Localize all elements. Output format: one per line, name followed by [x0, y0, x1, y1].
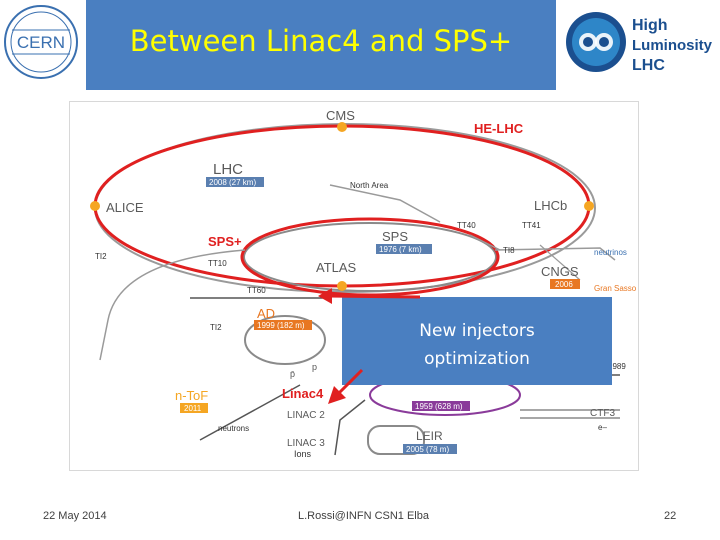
north-area-label: North Area: [350, 181, 389, 190]
ti2-label: TI2: [95, 252, 107, 261]
callout-line-1: New injectors: [419, 321, 535, 341]
neutrino-line: [494, 247, 616, 261]
footer-date: 22 May 2014: [43, 510, 107, 522]
arrow-to-linac4-head: [328, 386, 346, 404]
linac-line: [334, 399, 366, 456]
arrow-to-sps-plus: [327, 294, 421, 299]
leir-label: LEIR: [416, 429, 443, 443]
ctf3-line: [520, 409, 620, 419]
arrow-to-linac4: [336, 368, 364, 396]
atlas-label: ATLAS: [316, 260, 357, 275]
ions-label: Ions: [294, 449, 312, 459]
lhc-year-box: [206, 177, 264, 187]
cngs-year-label: 2006: [555, 280, 573, 289]
atlas-marker: [337, 281, 347, 291]
ntof-year-label: 2011: [184, 404, 202, 413]
ad-ring: [244, 315, 326, 365]
neutrinos-right-label: neutrinos: [594, 248, 627, 257]
isolde-year-label: 1989: [608, 362, 626, 371]
footer-page-number: 22: [664, 510, 677, 522]
ps-year-label: 1959 (628 m): [415, 402, 463, 411]
alice-marker: [90, 201, 100, 211]
linac2-label: LINAC 2: [287, 410, 325, 421]
lhcb-label: LHCb: [534, 198, 567, 213]
ntof-year-box: [180, 403, 208, 413]
ps-year-box: [412, 401, 470, 411]
ti2-lower-label: TI2: [210, 323, 222, 332]
ad-label: AD: [257, 306, 275, 321]
tt40-label: TT40: [457, 221, 476, 230]
tt41-label: TT41: [522, 221, 541, 230]
callout-line-2: optimization: [424, 349, 530, 369]
leir-ring: [367, 425, 425, 455]
sps-year-box: [376, 244, 432, 254]
cngs-year-box: [550, 279, 580, 289]
sps-year-label: 1976 (7 km): [379, 245, 422, 254]
slide-title: Between Linac4 and SPS+: [129, 24, 513, 58]
footer-author: L.Rossi@INFN CSN1 Elba: [298, 510, 429, 522]
arrow-to-sps-plus-head: [318, 288, 332, 304]
linac3-label: LINAC 3: [287, 438, 325, 449]
sps-plus-ring: [240, 217, 500, 297]
sps-ring: [243, 222, 497, 292]
ti8-label: TI8: [503, 246, 515, 255]
svg-text:CERN: CERN: [17, 33, 65, 52]
north-area-line: [329, 184, 441, 223]
lhc-year-label: 2008 (27 km): [209, 178, 256, 187]
e-minus-label: e–: [598, 423, 607, 432]
ti8-line: [469, 234, 501, 251]
leir-year-label: 2005 (78 m): [406, 445, 449, 454]
sps-label: SPS: [382, 229, 408, 244]
callout-box: [342, 297, 612, 385]
tt60-label: TT60: [247, 286, 266, 295]
neutrons-label: neutrons: [218, 424, 249, 433]
cngs-line: [539, 244, 581, 281]
svg-text:LHC: LHC: [632, 57, 665, 74]
ntof-line: [199, 384, 301, 441]
svg-text:Luminosity: Luminosity: [632, 37, 713, 54]
ad-year-label: 1999 (182 m): [257, 321, 305, 330]
he-lhc-label: HE-LHC: [474, 121, 524, 136]
cms-marker: [337, 122, 347, 132]
p-bar-label: p̄: [290, 369, 295, 379]
p-label: p: [312, 362, 317, 372]
lhc-label: LHC: [213, 161, 243, 178]
ntof-label: n-ToF: [175, 388, 208, 403]
leir-year-box: [403, 444, 457, 454]
tt10-label: TT10: [208, 259, 227, 268]
hl-lhc-logo: High Luminosity LHC: [566, 12, 713, 74]
gran-sasso-label: Gran Sasso: [594, 284, 637, 293]
lhcb-marker: [584, 201, 594, 211]
ad-year-box: [254, 320, 312, 330]
title-band: [86, 0, 556, 90]
ctf3-label: CTF3: [590, 408, 615, 419]
sps-plus-label: SPS+: [208, 234, 242, 249]
cern-logo: CERN: [4, 5, 78, 79]
linac4-label: Linac4: [282, 386, 324, 401]
alice-label: ALICE: [106, 200, 144, 215]
svg-text:High: High: [632, 17, 668, 34]
tt10-line: [99, 249, 246, 361]
cms-label: CMS: [326, 108, 355, 123]
cngs-label: CNGS: [541, 264, 579, 279]
